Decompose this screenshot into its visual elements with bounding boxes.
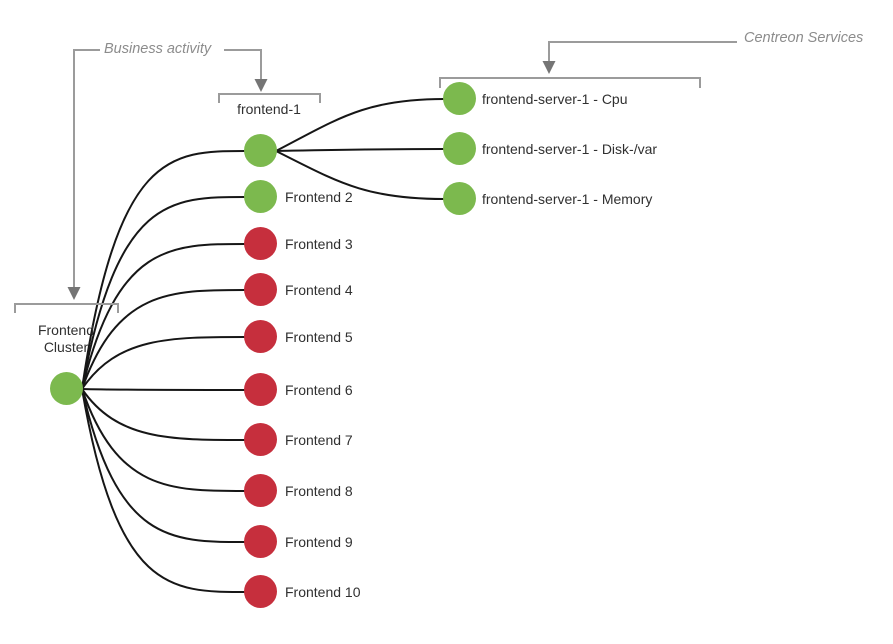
node-label-frontend-4: Frontend 4 xyxy=(285,282,353,298)
frontend-1-bracket xyxy=(218,93,321,103)
edge-cluster-to-frontend-6 xyxy=(81,388,246,391)
edge-cluster-to-frontend-3 xyxy=(81,243,246,390)
node-service-memory[interactable] xyxy=(443,182,476,215)
annotation-business-activity: Business activity xyxy=(104,41,212,57)
business-activity-arrow-right-line xyxy=(224,49,262,79)
node-frontend-1[interactable] xyxy=(244,134,277,167)
node-label-frontend-5: Frontend 5 xyxy=(285,329,353,345)
edge-cluster-to-frontend-8 xyxy=(81,388,246,492)
node-label-frontend-10: Frontend 10 xyxy=(285,584,361,600)
business-activity-arrow-left-line xyxy=(73,49,100,287)
annotation-connectors xyxy=(14,41,737,313)
centreon-services-arrow-line xyxy=(548,41,737,61)
node-label-service-memory: frontend-server-1 - Memory xyxy=(482,191,653,207)
node-frontend-6[interactable] xyxy=(244,373,277,406)
node-frontend-10[interactable] xyxy=(244,575,277,608)
edge-frontend-1-to-memory xyxy=(275,150,445,200)
node-frontend-8[interactable] xyxy=(244,474,277,507)
node-frontend-9[interactable] xyxy=(244,525,277,558)
edge-cluster-to-frontend-9 xyxy=(81,388,246,543)
edge-cluster-to-frontend-1 xyxy=(81,150,246,390)
node-frontend-4[interactable] xyxy=(244,273,277,306)
node-frontend-7[interactable] xyxy=(244,423,277,456)
node-label-frontend-9: Frontend 9 xyxy=(285,534,353,550)
node-frontend-3[interactable] xyxy=(244,227,277,260)
edge-cluster-to-frontend-4 xyxy=(81,289,246,390)
node-frontend-5[interactable] xyxy=(244,320,277,353)
centreon-services-arrowhead-icon xyxy=(542,61,556,74)
edge-cluster-to-frontend-10 xyxy=(81,388,246,593)
annotation-centreon-services: Centreon Services xyxy=(744,30,864,46)
node-label-frontend-7: Frontend 7 xyxy=(285,432,353,448)
edge-cluster-to-frontend-2 xyxy=(81,196,246,390)
node-frontend-2[interactable] xyxy=(244,180,277,213)
business-activity-right-arrowhead-icon xyxy=(254,79,268,92)
centreon-services-bracket xyxy=(439,77,701,88)
business-activity-left-arrowhead-icon xyxy=(67,287,81,300)
node-label-service-cpu: frontend-server-1 - Cpu xyxy=(482,91,628,107)
edge-cluster-to-frontend-5 xyxy=(81,336,246,390)
node-label-frontend-cluster: Frontend Cluster xyxy=(37,322,95,355)
edge-cluster-to-frontend-7 xyxy=(81,388,246,441)
node-service-cpu[interactable] xyxy=(443,82,476,115)
edge-frontend-1-to-cpu xyxy=(275,98,445,152)
frontend-cluster-bracket xyxy=(14,303,119,313)
node-label-frontend-8: Frontend 8 xyxy=(285,483,353,499)
node-label-frontend-6: Frontend 6 xyxy=(285,382,353,398)
tree-edges xyxy=(81,98,445,593)
node-frontend-cluster[interactable] xyxy=(50,372,83,405)
edge-frontend-1-to-disk xyxy=(275,148,445,152)
node-label-frontend-3: Frontend 3 xyxy=(285,236,353,252)
node-label-frontend-2: Frontend 2 xyxy=(285,189,353,205)
node-service-disk[interactable] xyxy=(443,132,476,165)
node-label-service-disk: frontend-server-1 - Disk-/var xyxy=(482,141,658,157)
node-label-frontend-1: frontend-1 xyxy=(237,101,301,117)
